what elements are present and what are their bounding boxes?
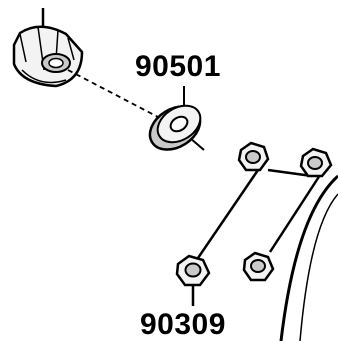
part-number-washer: 90501 xyxy=(135,50,221,83)
washer-part xyxy=(148,86,205,151)
part-number-nut: 90309 xyxy=(140,308,226,341)
nut-link-lines xyxy=(196,168,324,259)
hex-nut-lower-left xyxy=(175,254,211,287)
hex-nut-lower-right xyxy=(242,251,275,282)
panel-edge xyxy=(279,174,338,341)
hex-nut-upper-right xyxy=(299,147,333,178)
hex-nut-upper-left xyxy=(237,141,270,172)
cone-bushing-part xyxy=(12,8,84,88)
